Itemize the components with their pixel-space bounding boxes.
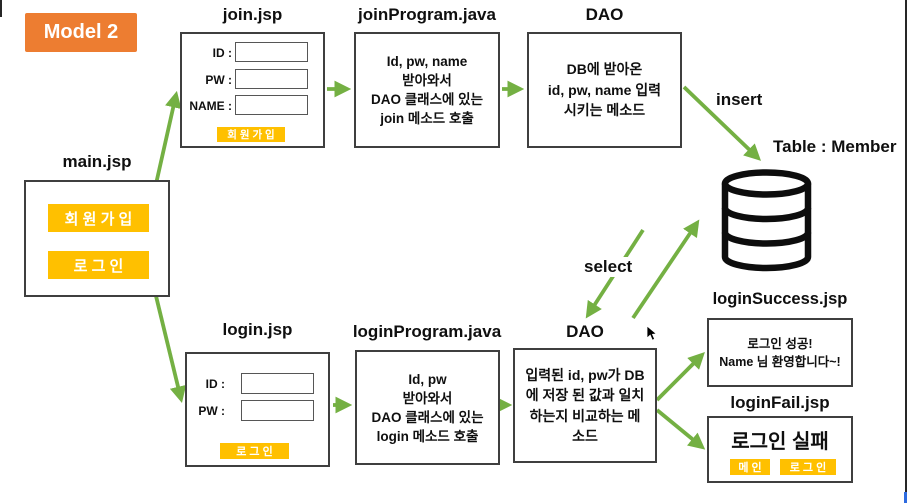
join-program-title: joinProgram.java xyxy=(358,5,496,24)
join-pw-input[interactable] xyxy=(235,69,308,89)
login-program-title: loginProgram.java xyxy=(352,322,502,341)
main-login-button[interactable]: 로 그 인 xyxy=(48,251,149,279)
dao-top-box: DB에 받아온 id, pw, name 입력 시키는 메소드 xyxy=(527,32,682,148)
login-id-label: ID : xyxy=(205,377,225,391)
login-fail-box: 로그인 실패 메 인 로 그 인 xyxy=(707,416,853,483)
login-fail-title: loginFail.jsp xyxy=(730,393,830,412)
join-jsp-title: join.jsp xyxy=(222,5,283,24)
mouse-pointer-icon xyxy=(646,325,658,341)
login-pw-label: PW : xyxy=(198,404,225,418)
join-program-box: Id, pw, name 받아와서 DAO 클래스에 있는 join 메소드 호… xyxy=(354,32,500,148)
login-id-input[interactable] xyxy=(241,373,314,394)
arrow-main-to-login xyxy=(154,295,187,404)
main-jsp-title: main.jsp xyxy=(62,152,132,171)
arrow-dao-select-to-db xyxy=(631,219,700,320)
login-success-box: 로그인 성공! Name 님 환영합니다~! xyxy=(707,318,853,387)
dao-bottom-line: 소드 xyxy=(572,428,598,444)
arrow-dao-to-loginfail xyxy=(655,408,706,450)
dao-top-line: DB에 받아온 xyxy=(566,61,643,78)
join-pw-label: PW : xyxy=(205,73,232,87)
login-success-title: loginSuccess.jsp xyxy=(712,290,848,308)
join-program-line: Id, pw, name xyxy=(386,54,468,69)
dao-bottom-line: 하는지 비교하는 메 xyxy=(529,407,641,424)
database-cylinder-icon xyxy=(721,169,812,272)
dao-top-line: id, pw, name 입력 xyxy=(547,81,662,98)
login-jsp-title: login.jsp xyxy=(222,320,293,339)
dao-top-title: DAO xyxy=(585,5,624,24)
join-submit-button[interactable]: 회 원 가 입 xyxy=(217,127,285,142)
login-program-line: DAO 클래스에 있는 xyxy=(371,409,484,425)
dao-top-line: 시키는 메소드 xyxy=(563,102,646,119)
join-program-line: DAO 클래스에 있는 xyxy=(370,92,484,107)
model2-badge: Model 2 xyxy=(25,13,137,52)
login-fail-text: 로그인 실패 xyxy=(731,431,829,453)
arrow-dao-to-loginsuccess xyxy=(655,352,705,402)
dao-bottom-title: DAO xyxy=(566,322,604,341)
join-name-input[interactable] xyxy=(235,95,308,115)
login-success-line: 로그인 성공! xyxy=(747,336,813,351)
join-id-label: ID : xyxy=(212,46,232,60)
top-left-edge-artifact xyxy=(0,0,2,17)
login-program-line: 받아와서 xyxy=(402,390,453,406)
table-member-label: Table : Member xyxy=(773,137,897,156)
login-jsp-box: ID : PW : 로 그 인 xyxy=(185,352,330,467)
fail-main-button[interactable]: 메 인 xyxy=(730,459,770,475)
login-success-line: Name 님 환영합니다~! xyxy=(719,354,841,369)
main-join-button[interactable]: 회 원 가 입 xyxy=(48,204,149,232)
login-submit-button[interactable]: 로 그 인 xyxy=(220,443,289,459)
dao-bottom-line: 에 저장 된 값과 일치 xyxy=(525,387,645,403)
dao-bottom-line: 입력된 id, pw가 DB xyxy=(525,366,645,383)
bottom-right-blue-marker xyxy=(904,492,907,503)
login-program-line: Id, pw xyxy=(408,371,447,387)
join-jsp-box: ID : PW : NAME : 회 원 가 입 xyxy=(180,32,325,148)
join-program-line: join 메소드 호출 xyxy=(380,111,474,126)
main-jsp-box: 회 원 가 입 로 그 인 xyxy=(24,180,170,297)
insert-label: insert xyxy=(716,90,763,109)
dao-bottom-box: 입력된 id, pw가 DB 에 저장 된 값과 일치 하는지 비교하는 메 소… xyxy=(513,348,657,463)
login-program-box: Id, pw 받아와서 DAO 클래스에 있는 login 메소드 호출 xyxy=(355,350,500,465)
join-id-input[interactable] xyxy=(235,42,308,62)
join-program-line: 받아와서 xyxy=(402,73,452,88)
window-right-edge xyxy=(905,0,907,503)
login-pw-input[interactable] xyxy=(241,400,314,421)
fail-login-button[interactable]: 로 그 인 xyxy=(780,459,836,475)
join-name-label: NAME : xyxy=(189,99,232,113)
login-program-line: login 메소드 호출 xyxy=(376,428,479,444)
select-label: select xyxy=(581,257,636,277)
